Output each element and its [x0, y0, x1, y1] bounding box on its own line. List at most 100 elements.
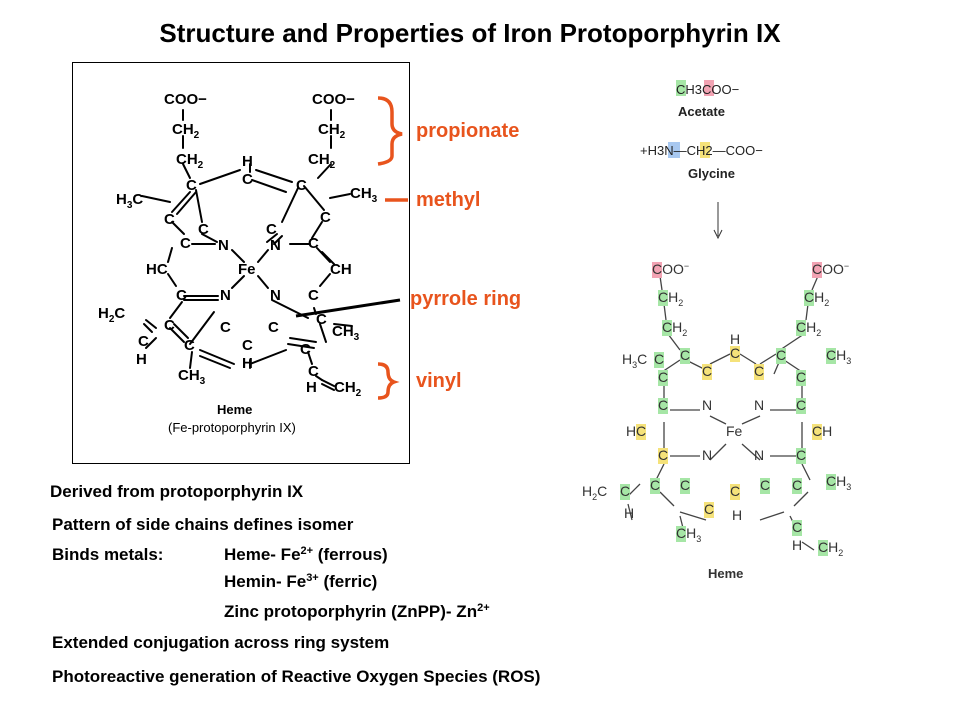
bullet-derived: Derived from protoporphyrin IX — [50, 482, 304, 501]
svg-text:C: C — [636, 423, 646, 439]
svg-text:CH: CH — [812, 423, 832, 439]
bullet-ros: Photoreactive generation of Reactive Oxy… — [52, 667, 541, 686]
svg-text:C: C — [704, 501, 714, 517]
svg-text:CH2: CH2 — [804, 289, 829, 308]
slide-title: Structure and Properties of Iron Protopo… — [159, 18, 781, 48]
svg-text:C: C — [680, 347, 690, 363]
coo-label-left: COO− — [164, 91, 207, 108]
svg-text:CH2: CH2 — [334, 379, 362, 399]
glycine-label: Glycine — [688, 166, 735, 181]
bullet-hemin-fe: Hemin- Fe3+ (ferric) — [224, 572, 378, 591]
svg-text:C: C — [308, 363, 319, 380]
svg-text:C: C — [164, 317, 175, 334]
svg-text:CH2: CH2 — [796, 319, 821, 338]
bullet-zinc-pp: Zinc protoporphyrin (ZnPP)- Zn2+ — [224, 602, 490, 621]
svg-text:CH2: CH2 — [176, 151, 204, 171]
svg-text:C: C — [242, 171, 253, 188]
svg-text:CH3: CH3 — [350, 185, 378, 205]
svg-text:H: H — [136, 351, 147, 368]
svg-text:H: H — [626, 423, 636, 439]
svg-text:C: C — [754, 363, 764, 379]
svg-text:C: C — [176, 287, 187, 304]
svg-text:C: C — [654, 351, 664, 367]
svg-text:C: C — [776, 347, 786, 363]
svg-text:N: N — [270, 237, 281, 254]
svg-text:N: N — [220, 287, 231, 304]
callout-pyrrole-ring: pyrrole ring — [410, 288, 522, 310]
callout-propionate: propionate — [416, 120, 520, 142]
svg-text:C: C — [308, 287, 319, 304]
svg-text:CH3: CH3 — [826, 473, 851, 492]
svg-text:CH3: CH3 — [826, 347, 851, 366]
svg-text:N: N — [702, 397, 712, 413]
svg-text:CH: CH — [330, 261, 352, 278]
svg-text:C: C — [792, 519, 802, 535]
callout-vinyl: vinyl — [416, 370, 462, 392]
svg-text:N: N — [754, 397, 764, 413]
svg-text:H: H — [624, 505, 634, 521]
svg-text:C: C — [266, 221, 277, 238]
svg-text:C: C — [186, 177, 197, 194]
svg-text:H: H — [242, 355, 253, 372]
svg-text:C: C — [702, 363, 712, 379]
callout-methyl: methyl — [416, 189, 481, 211]
svg-text:CH3: CH3 — [676, 525, 701, 544]
svg-text:C: C — [242, 337, 253, 354]
svg-text:HC: HC — [146, 261, 168, 278]
svg-text:CH2: CH2 — [318, 121, 346, 141]
svg-text:C: C — [268, 319, 279, 336]
svg-text:C: C — [300, 341, 311, 358]
svg-text:C: C — [680, 477, 690, 493]
bullet-heme-fe: Heme- Fe2+ (ferrous) — [224, 545, 388, 564]
svg-text:C: C — [796, 397, 806, 413]
acetate-label: Acetate — [678, 104, 725, 119]
svg-text:C: C — [220, 319, 231, 336]
svg-text:CH2: CH2 — [658, 289, 683, 308]
svg-text:C: C — [620, 483, 630, 499]
svg-text:CH2: CH2 — [308, 151, 336, 171]
svg-text:H: H — [730, 331, 740, 347]
svg-text:C: C — [138, 333, 149, 350]
svg-text:H2C: H2C — [582, 483, 607, 502]
svg-text:C: C — [198, 221, 209, 238]
svg-text:CH3: CH3 — [178, 367, 206, 387]
svg-text:C: C — [658, 397, 668, 413]
svg-text:CH2: CH2 — [662, 319, 687, 338]
bullet-binds-label: Binds metals: — [52, 545, 164, 564]
coo-label-right: COO− — [312, 91, 355, 108]
right-heme-label: Heme — [708, 566, 743, 581]
svg-text:N: N — [270, 287, 281, 304]
svg-text:C: C — [320, 209, 331, 226]
acetate-formula: CH3COO− — [676, 82, 739, 97]
svg-text:C: C — [792, 477, 802, 493]
svg-text:COO−: COO− — [812, 261, 849, 277]
svg-text:C: C — [760, 477, 770, 493]
svg-text:C: C — [308, 235, 319, 252]
glycine-formula: +H3N—CH2—COO− — [640, 143, 763, 158]
svg-text:Fe: Fe — [726, 423, 743, 439]
svg-text:N: N — [702, 447, 712, 463]
heme-caption-subtitle: (Fe-protoporphyrin IX) — [168, 420, 296, 435]
svg-text:Fe: Fe — [238, 261, 256, 278]
heme-structure-diagram: COO− COO− CH2 CH2 CH2 CH2 H C C C H3C CH… — [72, 62, 410, 464]
svg-text:C: C — [316, 311, 327, 328]
svg-text:H3C: H3C — [116, 191, 143, 211]
svg-text:C: C — [730, 483, 740, 499]
svg-text:COO−: COO− — [652, 261, 689, 277]
svg-text:N: N — [754, 447, 764, 463]
heme-caption-title: Heme — [217, 402, 252, 417]
svg-text:C: C — [164, 211, 175, 228]
svg-text:C: C — [180, 235, 191, 252]
svg-text:H: H — [792, 537, 802, 553]
heme-skeletal-formula: COO− COO− CH2 CH2 CH2 CH2 H C C C H3C CH… — [98, 91, 378, 435]
svg-text:N: N — [218, 237, 229, 254]
svg-text:H: H — [306, 379, 317, 396]
svg-text:C: C — [650, 477, 660, 493]
bullet-pattern: Pattern of side chains defines isomer — [52, 515, 354, 534]
svg-text:H2C: H2C — [98, 305, 125, 325]
svg-text:C: C — [796, 369, 806, 385]
svg-text:H: H — [242, 153, 253, 170]
svg-text:C: C — [184, 337, 195, 354]
svg-text:C: C — [658, 447, 668, 463]
svg-text:C: C — [296, 177, 307, 194]
